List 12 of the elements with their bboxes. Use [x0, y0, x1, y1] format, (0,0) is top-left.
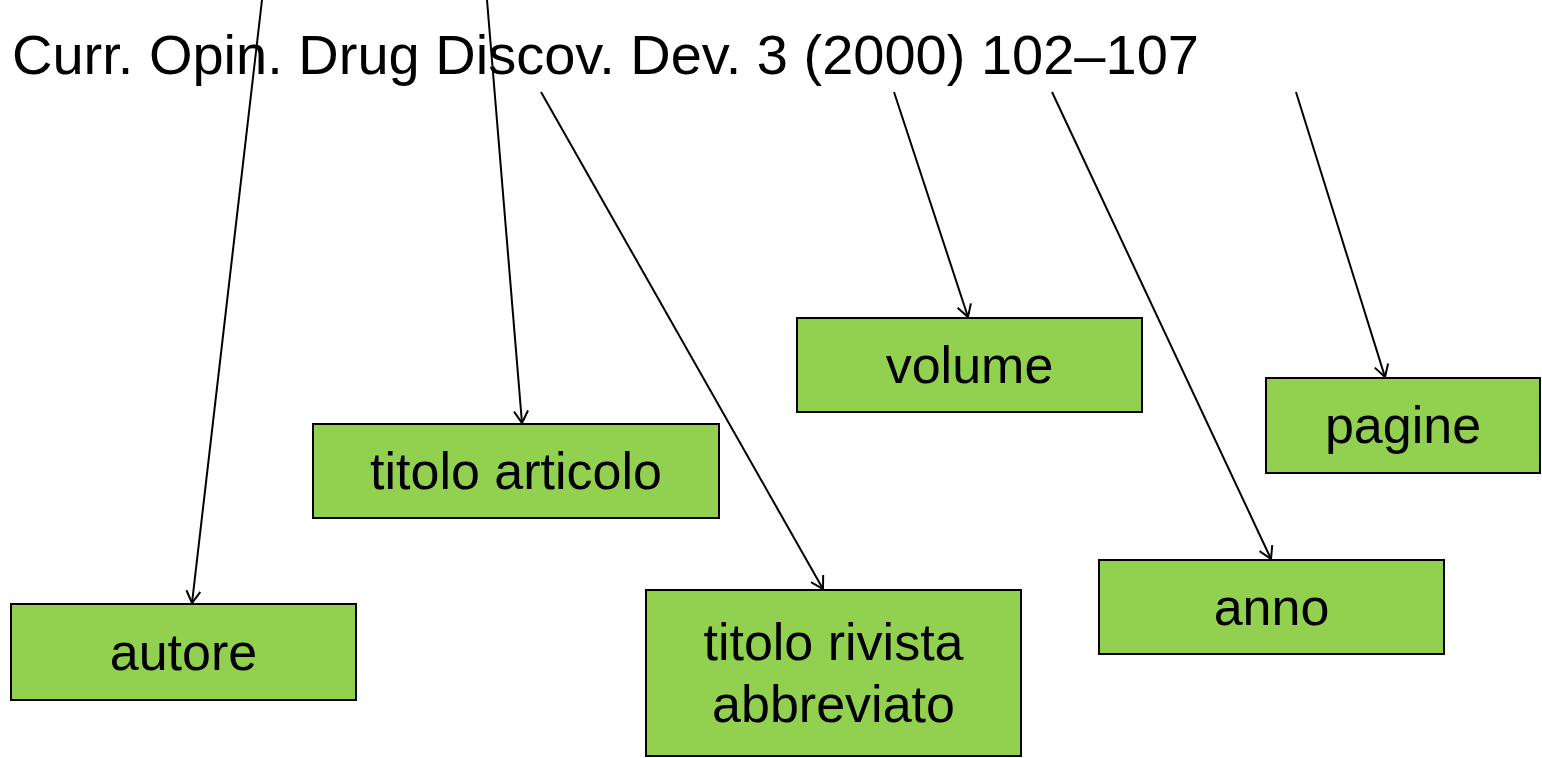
- leader-line: [1051, 91, 1274, 560]
- label-box: pagine: [1265, 377, 1541, 474]
- label-box: titolo rivista abbreviato: [645, 589, 1022, 757]
- leader-line: [1295, 91, 1390, 378]
- leader-line: [486, 0, 529, 424]
- label-box: autore: [10, 603, 357, 701]
- leader-line: [540, 91, 825, 590]
- leader-line: [893, 91, 972, 318]
- leader-line: [185, 0, 263, 604]
- label-box: anno: [1098, 559, 1445, 655]
- label-box: titolo articolo: [312, 423, 720, 519]
- label-box: volume: [796, 317, 1143, 413]
